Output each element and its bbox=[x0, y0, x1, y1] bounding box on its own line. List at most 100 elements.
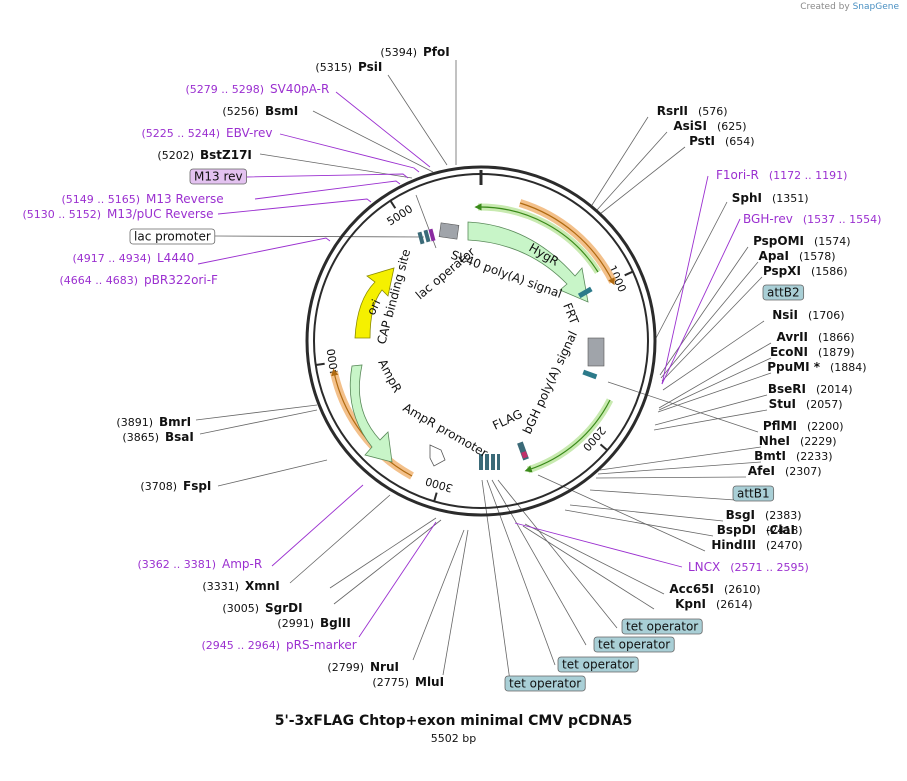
lac-region-bars[interactable] bbox=[417, 228, 436, 245]
enzyme-site[interactable]: AvrII(1866) bbox=[776, 330, 854, 344]
enzyme-site[interactable]: StuI(2057) bbox=[769, 397, 843, 411]
enzyme-site[interactable]: PstI(654) bbox=[689, 134, 755, 148]
tick-mark bbox=[433, 492, 438, 502]
enzyme-name: NheI bbox=[759, 434, 790, 448]
enzyme-site[interactable]: (2799)NruI bbox=[327, 660, 399, 674]
enzyme-coord: (5315) bbox=[315, 61, 352, 74]
enzyme-site[interactable]: (5315) PsiI bbox=[315, 60, 382, 74]
feature-chip[interactable]: lac promoter bbox=[129, 228, 216, 245]
enzyme-name: PfoI bbox=[423, 45, 450, 59]
primer-coord: (2571 .. 2595) bbox=[730, 561, 809, 574]
enzyme-site[interactable]: (3865)BsaI bbox=[122, 430, 193, 444]
enzyme-coord: (1574) bbox=[814, 235, 851, 248]
enzyme-site[interactable]: BmtI(2233) bbox=[754, 449, 832, 463]
primer-name: F1ori-R bbox=[716, 168, 759, 182]
primer-name: M13 Reverse bbox=[146, 192, 224, 206]
enzyme-coord: (5256) bbox=[222, 105, 259, 118]
primer-site[interactable]: LNCX(2571 .. 2595) bbox=[688, 560, 809, 574]
enzyme-site[interactable]: (2991)BglII bbox=[277, 616, 350, 630]
enzyme-coord: (2418) bbox=[766, 524, 803, 537]
feature-chip[interactable]: attB2 bbox=[762, 284, 805, 301]
enzyme-site[interactable]: ClaI bbox=[770, 523, 795, 537]
label-cap: CAP binding site bbox=[374, 248, 413, 346]
hygr-feature[interactable] bbox=[467, 221, 589, 303]
enzyme-site[interactable]: NheI(2229) bbox=[759, 434, 837, 448]
frt-feature[interactable] bbox=[577, 286, 593, 299]
enzyme-site[interactable]: KpnI(2614) bbox=[675, 597, 752, 611]
tick-mark bbox=[624, 270, 634, 277]
attb-feature[interactable] bbox=[582, 369, 598, 380]
enzyme-site[interactable]: ApaI(1578) bbox=[759, 249, 836, 263]
enzyme-site[interactable]: SphI(1351) bbox=[732, 191, 809, 205]
enzyme-coord: (1586) bbox=[811, 265, 848, 278]
primer-site[interactable]: (5130 .. 5152)M13/pUC Reverse bbox=[22, 207, 213, 221]
feature-chip[interactable]: M13 rev bbox=[189, 168, 247, 185]
enzyme-site[interactable]: (3005)SgrDI bbox=[222, 601, 302, 615]
enzyme-name: PstI bbox=[689, 134, 715, 148]
enzyme-site[interactable]: RsrII (576) bbox=[657, 104, 728, 118]
enzyme-site[interactable]: (3891)BmrI bbox=[116, 415, 191, 429]
primer-site[interactable]: (5149 .. 5165)M13 Reverse bbox=[61, 192, 223, 206]
enzyme-coord: (5202) bbox=[157, 149, 194, 162]
enzyme-site[interactable]: (3708)FspI bbox=[140, 479, 211, 493]
enzyme-name: BsmI bbox=[265, 104, 298, 118]
primer-site[interactable]: (4664 .. 4683)pBR322ori-F bbox=[59, 273, 218, 287]
enzyme-site[interactable]: (3331)XmnI bbox=[202, 579, 279, 593]
ampr-promoter-feature[interactable] bbox=[429, 444, 446, 467]
tick-mark bbox=[389, 200, 397, 209]
enzyme-name: PsiI bbox=[358, 60, 382, 74]
enzyme-name: BmrI bbox=[159, 415, 191, 429]
enzyme-name: BglII bbox=[320, 616, 351, 630]
enzyme-site[interactable]: PspOMI(1574) bbox=[753, 234, 851, 248]
enzyme-site[interactable]: AfeI(2307) bbox=[748, 464, 822, 478]
enzyme-coord: (2470) bbox=[766, 539, 803, 552]
primer-site[interactable]: (5279 .. 5298)SV40pA-R bbox=[185, 82, 329, 96]
chip-box bbox=[504, 675, 586, 692]
enzyme-site[interactable]: HindIII(2470) bbox=[711, 538, 802, 552]
feature-chip[interactable]: tet operator bbox=[593, 636, 675, 653]
enzyme-site[interactable]: AsiSI(625) bbox=[673, 119, 746, 133]
label-bgh: bGH poly(A) signal bbox=[520, 329, 580, 436]
tet-operator-bars[interactable] bbox=[479, 454, 500, 470]
primer-leaders bbox=[197, 91, 741, 638]
enzyme-name: PspXI bbox=[763, 264, 801, 278]
enzyme-site[interactable]: NsiI(1706) bbox=[772, 308, 844, 322]
enzyme-site[interactable]: PspXI (1586) bbox=[763, 264, 848, 278]
enzyme-site[interactable]: PflMI(2200) bbox=[763, 419, 844, 433]
bgh-polya-feature[interactable] bbox=[587, 337, 605, 367]
enzyme-site[interactable]: Acc65I(2610) bbox=[669, 582, 760, 596]
enzyme-site[interactable]: BsgI(2383) bbox=[726, 508, 802, 522]
tick-mark bbox=[315, 362, 325, 367]
enzyme-site[interactable]: (5256) BsmI bbox=[222, 104, 298, 118]
primer-site[interactable]: BGH-rev(1537 .. 1554) bbox=[743, 212, 881, 226]
enzyme-coord: (576) bbox=[698, 105, 728, 118]
primer-name: M13/pUC Reverse bbox=[107, 207, 214, 221]
primer-site[interactable]: (4917 .. 4934)L4440 bbox=[72, 251, 194, 265]
chip-label: attB1 bbox=[737, 487, 770, 501]
enzyme-site[interactable]: (2775)MluI bbox=[372, 675, 444, 689]
primer-site[interactable]: (5225 .. 5244)EBV-rev bbox=[141, 126, 272, 140]
feature-chip[interactable]: tet operator bbox=[504, 675, 586, 692]
chip-label: lac promoter bbox=[134, 230, 211, 244]
enzyme-coord: (2233) bbox=[796, 450, 833, 463]
feature-chip[interactable]: tet operator bbox=[557, 656, 639, 673]
ori-feature[interactable] bbox=[354, 267, 395, 339]
primer-name: BGH-rev bbox=[743, 212, 793, 226]
enzyme-site[interactable]: EcoNI(1879) bbox=[770, 345, 855, 359]
enzyme-site[interactable]: BspDI(2418) bbox=[717, 523, 803, 537]
enzyme-site[interactable]: BseRI(2014) bbox=[768, 382, 853, 396]
enzyme-name: StuI bbox=[769, 397, 796, 411]
primer-name: EBV-rev bbox=[226, 126, 272, 140]
enzyme-site[interactable]: (5202)BstZ17I bbox=[157, 148, 251, 162]
feature-chip[interactable]: tet operator bbox=[621, 618, 703, 635]
ampr-feature[interactable] bbox=[349, 364, 393, 463]
feature-chip[interactable]: attB1 bbox=[732, 485, 775, 502]
enzyme-name: SgrDI bbox=[265, 601, 303, 615]
primer-site[interactable]: (2945 .. 2964)pRS-marker bbox=[201, 638, 356, 652]
enzyme-name: RsrII bbox=[657, 104, 688, 118]
enzyme-site[interactable]: PpuMI *(1884) bbox=[767, 360, 866, 374]
enzyme-site[interactable]: (5394)PfoI bbox=[380, 45, 449, 59]
primer-site[interactable]: F1ori-R(1172 .. 1191) bbox=[716, 168, 847, 182]
primer-site[interactable]: (3362 .. 3381)Amp-R bbox=[137, 557, 262, 571]
sv40-polya-feature[interactable] bbox=[438, 222, 460, 240]
